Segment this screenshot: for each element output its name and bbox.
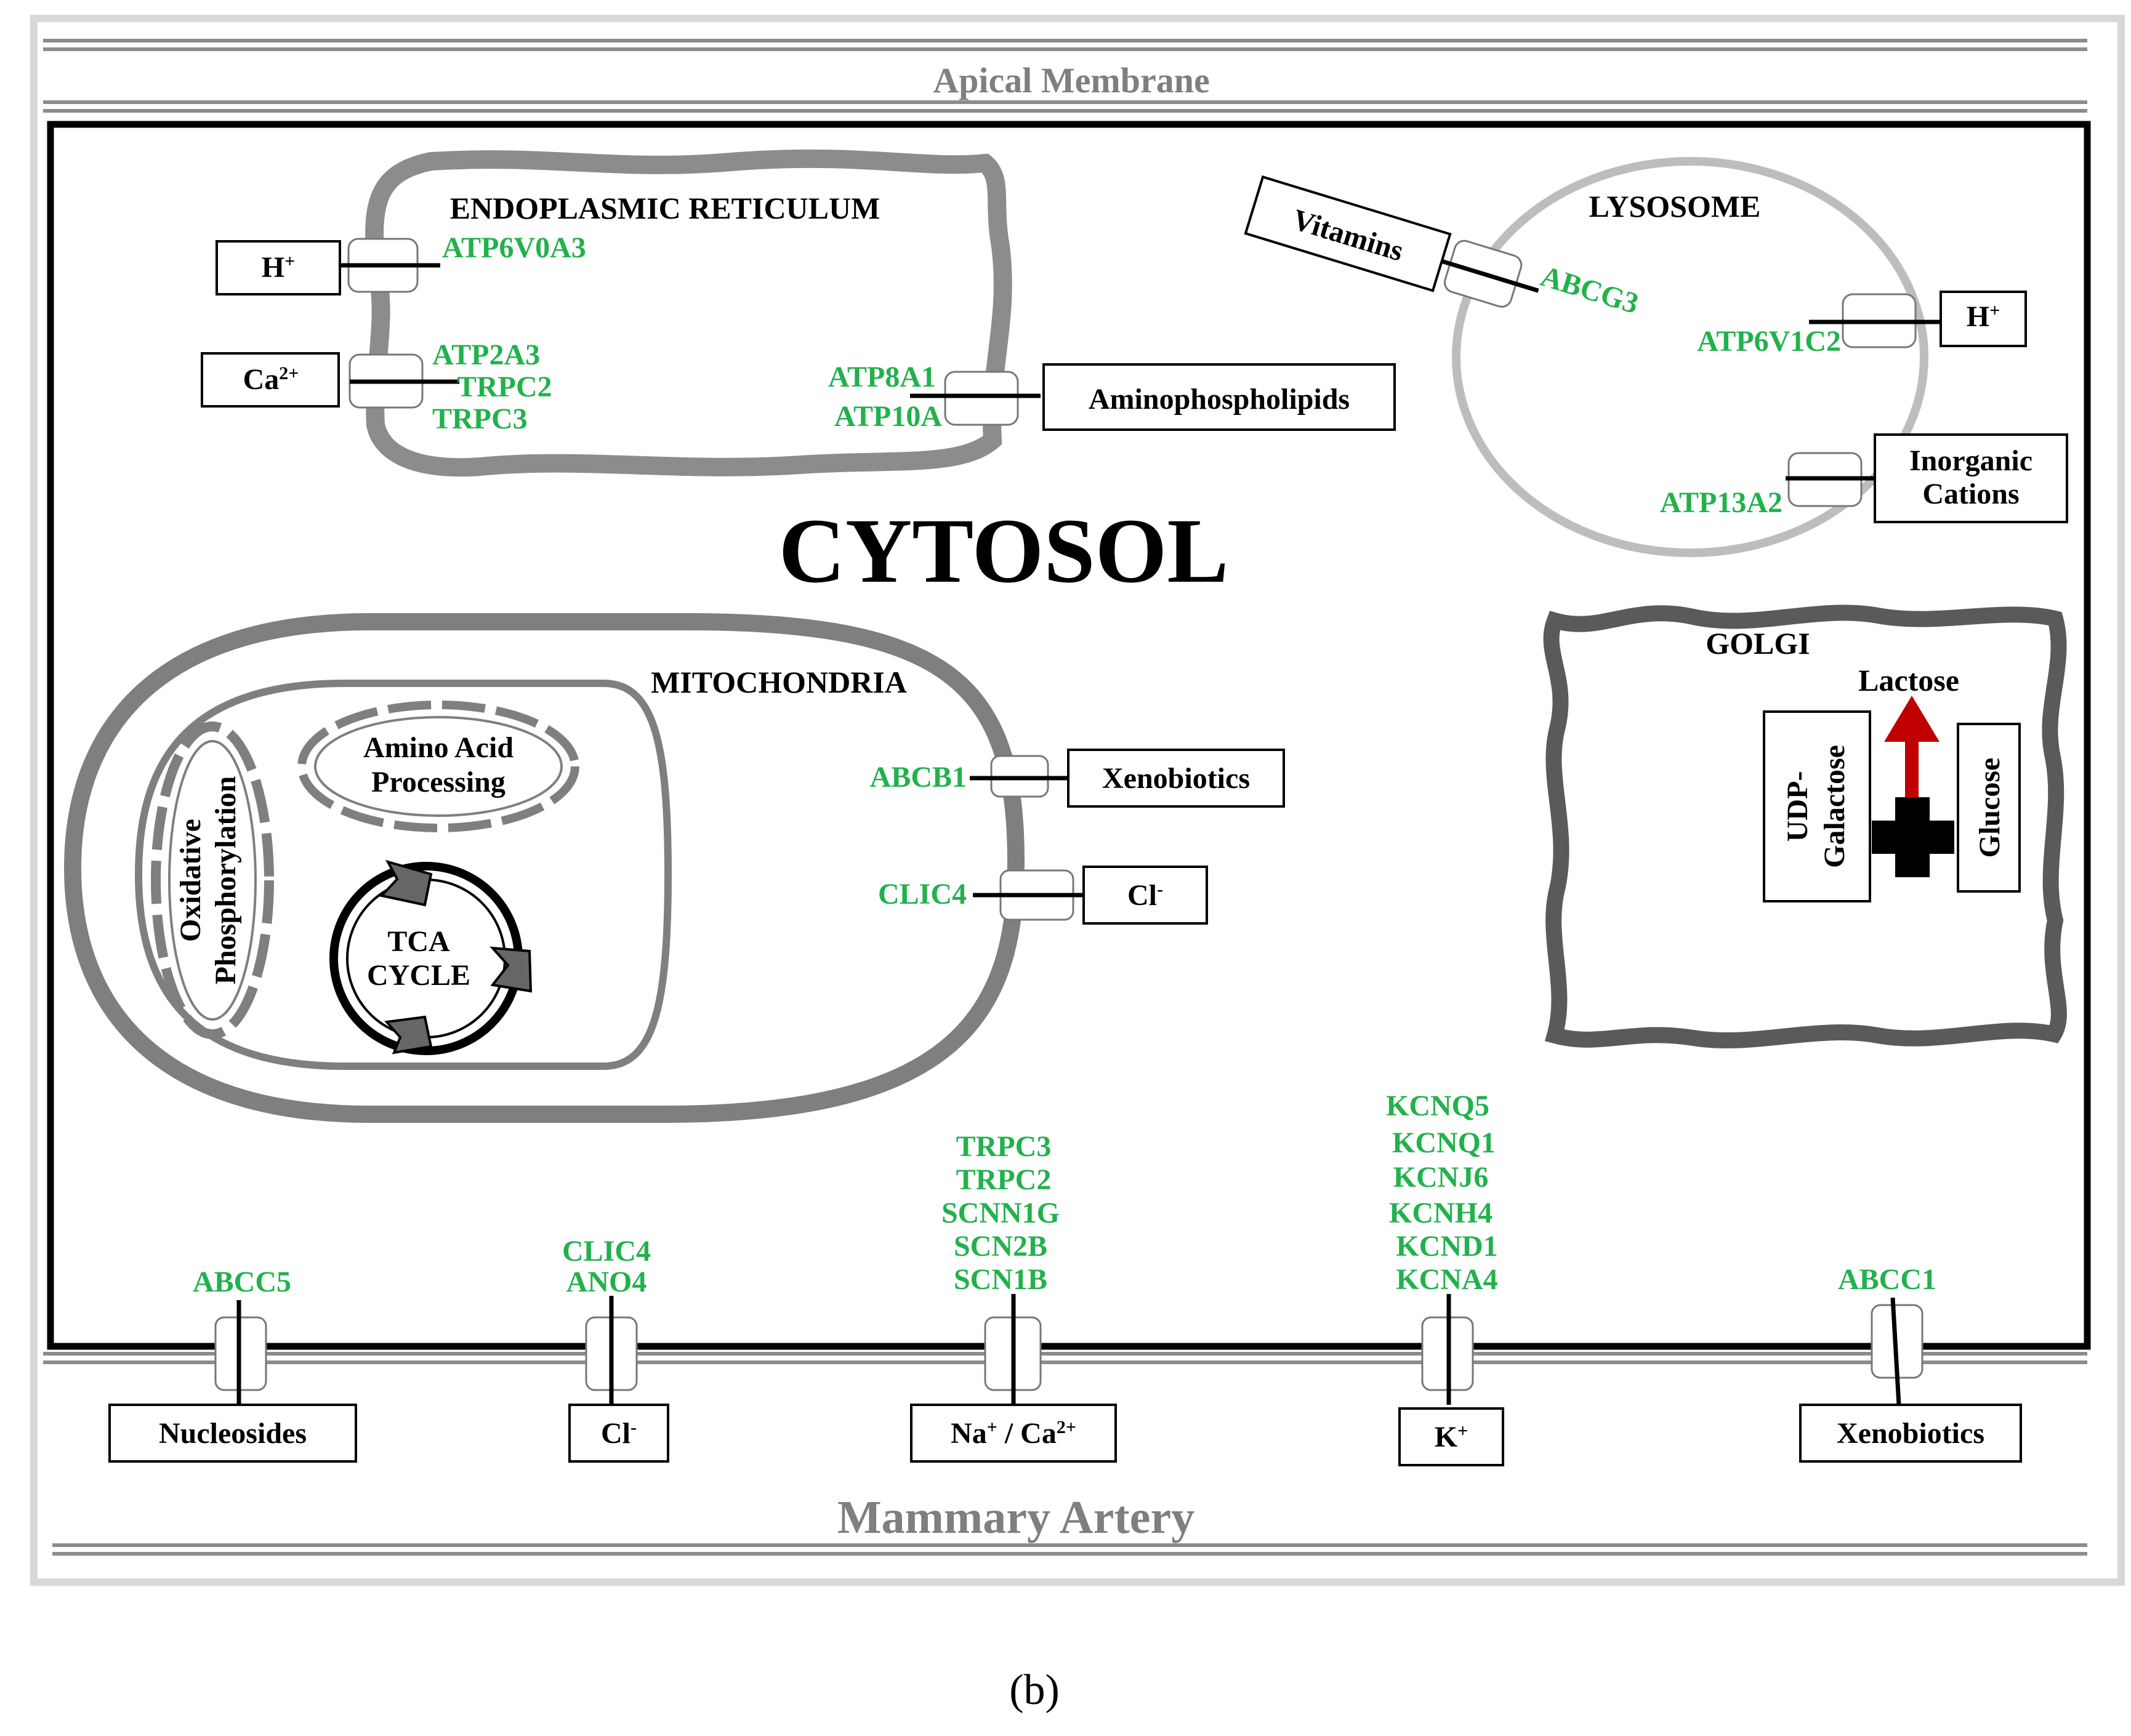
amino-acid-label-2: Processing — [371, 766, 506, 798]
k-gene-6: KCNA4 — [1396, 1263, 1497, 1296]
golgi-glucose-label: Glucose — [1973, 758, 2006, 858]
golgi-product: Lactose — [1858, 663, 1959, 697]
apical-membrane-lines — [43, 39, 2087, 113]
golgi-udp-galactose-box — [1763, 710, 1871, 902]
endoplasmic-reticulum: ENDOPLASMIC RETICULUM H+ ATP6V0A3 Ca2+ A… — [201, 149, 1396, 477]
basal-potassium: KCNQ5 KCNQ1 KCNJ6 KCNH4 KCND1 KCNA4 K+ — [1386, 1090, 1504, 1466]
lyso-cations-box — [1874, 433, 2068, 523]
panel-label: (b) — [1009, 1666, 1060, 1714]
naca-gene-3: SCNN1G — [941, 1197, 1060, 1229]
er-ca-gene-3: TRPC3 — [432, 403, 528, 435]
basal-xeno-rod — [1890, 1297, 1901, 1405]
chloride-gene-2: ANO4 — [566, 1266, 647, 1298]
naca-label: Na+ / Ca2+ — [951, 1413, 1076, 1450]
basal-nucleosides: ABCC5 Nucleosides — [108, 1266, 357, 1463]
naca-box — [910, 1404, 1117, 1463]
er-amino-box — [1042, 363, 1396, 431]
er-h-label: H+ — [262, 251, 295, 284]
amino-acid-label-1: Amino Acid — [363, 731, 514, 764]
chloride-label: Cl- — [601, 1417, 637, 1450]
mito-cl-box — [1082, 866, 1208, 925]
mammary-artery-label: Mammary Artery — [837, 1492, 1194, 1543]
mitochondria: MITOCHONDRIA Oxidative Phosphorylation A… — [63, 613, 1285, 1123]
lyso-cations-label-2: Cations — [1922, 478, 2019, 510]
cell-boundary — [47, 121, 2091, 1350]
mito-xeno-gene: ABCB1 — [870, 761, 967, 794]
nucleosides-gene-1: ABCC5 — [193, 1266, 291, 1298]
chloride-gene-1: CLIC4 — [562, 1235, 651, 1268]
er-amino-channel — [944, 371, 1019, 426]
lysosome: LYSOSOME Vitamins ABCG3 ATP6V1C2 H+ ATP1… — [1244, 157, 2068, 557]
golgi: GOLGI Lactose UDP- Galactose Glucose — [1543, 605, 2067, 1049]
lactose-arrow-head — [1884, 696, 1940, 742]
k-gene-1: KCNQ5 — [1386, 1090, 1489, 1122]
tca-arrow-bottom — [384, 1015, 433, 1055]
ox-phos-label-2: Phosphorylation — [209, 776, 242, 985]
er-ca-gene-2: TRPC2 — [457, 371, 552, 403]
er-amino-gene-1: ATP8A1 — [828, 361, 936, 393]
nucleosides-label: Nucleosides — [159, 1417, 307, 1450]
nucleosides-box — [108, 1404, 357, 1463]
basal-xenobiotics: ABCC1 Xenobiotics — [1799, 1263, 2022, 1463]
lyso-cations-gene: ATP13A2 — [1660, 486, 1783, 519]
k-gene-5: KCND1 — [1396, 1230, 1497, 1263]
lyso-cations-label-1: Inorganic — [1909, 444, 2032, 477]
basal-na-ca: TRPC3 TRPC2 SCNN1G SCN2B SCN1B Na+ / Ca2… — [910, 1130, 1117, 1463]
lyso-h-label: H+ — [1967, 300, 2000, 334]
k-label: K+ — [1435, 1421, 1468, 1454]
tca-label-1: TCA — [387, 925, 450, 958]
golgi-cross-horizontal — [1872, 821, 1954, 854]
er-amino-gene-2: ATP10A — [834, 400, 942, 433]
k-box — [1398, 1407, 1504, 1466]
golgi-glucose-box — [1957, 723, 2021, 893]
er-ca-label: Ca2+ — [243, 363, 299, 396]
lyso-h-box — [1940, 291, 2027, 347]
naca-gene-2: TRPC2 — [956, 1163, 1052, 1196]
er-ca-gene-1: ATP2A3 — [432, 339, 540, 371]
golgi-title: GOLGI — [1706, 626, 1810, 661]
naca-gene-5: SCN1B — [954, 1263, 1047, 1296]
er-amino-label: Aminophospholipids — [1089, 383, 1350, 416]
basal-xeno-gene-1: ABCC1 — [1838, 1263, 1936, 1296]
mito-cl-gene: CLIC4 — [878, 878, 967, 910]
golgi-udp-label: UDP- — [1781, 771, 1814, 842]
mito-cl-label: Cl- — [1127, 879, 1163, 912]
lyso-h-gene: ATP6V1C2 — [1697, 325, 1841, 358]
er-ca-box — [201, 352, 340, 408]
lyso-vitamins-rod — [1441, 259, 1539, 293]
apical-membrane-label: Apical Membrane — [933, 60, 1209, 100]
tca-arrow-right — [489, 946, 533, 993]
er-title: ENDOPLASMIC RETICULUM — [450, 191, 880, 225]
tca-arrow-top — [379, 859, 433, 907]
k-gene-3: KCNJ6 — [1393, 1161, 1489, 1194]
basal-chloride: CLIC4 ANO4 Cl- — [562, 1235, 669, 1463]
chloride-box — [568, 1404, 669, 1463]
k-gene-2: KCNQ1 — [1392, 1127, 1496, 1159]
lysosome-title: LYSOSOME — [1589, 189, 1761, 223]
ox-phos-label-1: Oxidative — [174, 819, 207, 942]
naca-gene-4: SCN2B — [954, 1230, 1047, 1263]
mito-xeno-box — [1067, 749, 1285, 808]
basal-xeno-box — [1799, 1404, 2022, 1463]
naca-gene-1: TRPC3 — [956, 1130, 1052, 1163]
tca-label-2: CYCLE — [367, 959, 470, 992]
mito-xeno-label: Xenobiotics — [1102, 762, 1250, 795]
er-h-box — [216, 240, 341, 295]
basal-xeno-label: Xenobiotics — [1837, 1417, 1984, 1450]
basal-membrane-lines — [43, 1352, 2087, 1556]
k-gene-4: KCNH4 — [1389, 1197, 1493, 1229]
er-h-gene: ATP6V0A3 — [442, 231, 586, 264]
golgi-galactose-label: Galactose — [1818, 745, 1851, 868]
cytosol-label: CYTOSOL — [779, 500, 1229, 602]
mito-title: MITOCHONDRIA — [651, 665, 907, 699]
